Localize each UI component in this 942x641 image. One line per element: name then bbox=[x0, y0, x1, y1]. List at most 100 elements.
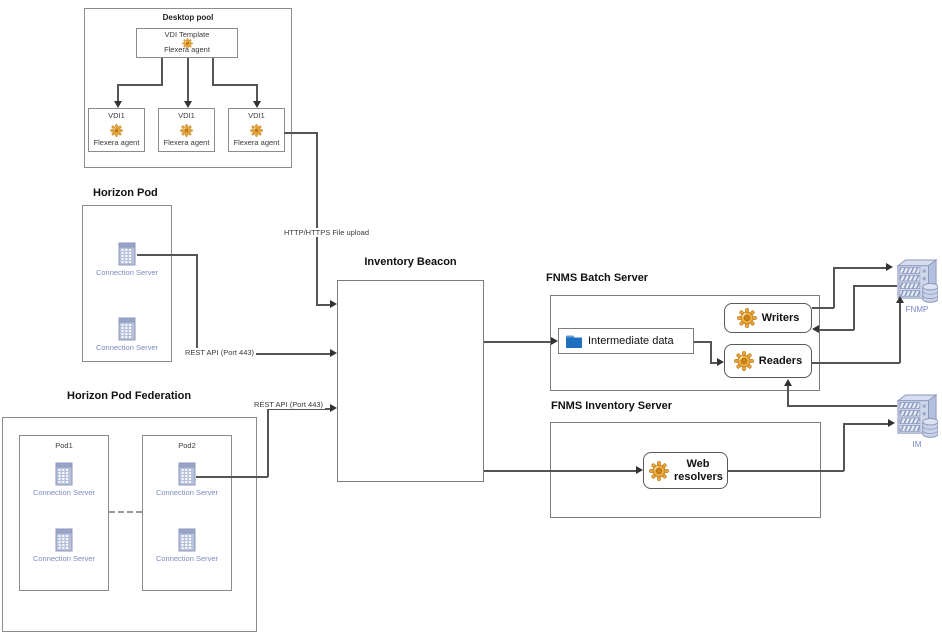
fnmp-database: FNMP bbox=[895, 258, 939, 314]
arrowhead bbox=[886, 263, 893, 271]
connection-server: Connection Server bbox=[95, 317, 159, 352]
connector-line bbox=[137, 254, 197, 256]
vdi-box-3: VDI1 Flexera agent bbox=[228, 108, 285, 152]
arrowhead bbox=[888, 419, 895, 427]
connector-line bbox=[117, 84, 163, 86]
arrowhead bbox=[114, 101, 122, 108]
connector-line bbox=[853, 285, 855, 330]
connection-server-label: Connection Server bbox=[155, 488, 219, 497]
arrowhead bbox=[896, 296, 904, 303]
writers-label: Writers bbox=[761, 311, 800, 324]
connector-line bbox=[833, 267, 886, 269]
federation-title: Horizon Pod Federation bbox=[67, 390, 192, 402]
connection-server: Connection Server bbox=[32, 528, 96, 563]
server-icon bbox=[177, 528, 197, 552]
web-resolvers-box: Web resolvers bbox=[643, 452, 728, 489]
vdi-template-label: VDI Template bbox=[164, 30, 210, 39]
connector-line bbox=[316, 132, 318, 305]
connector-line bbox=[710, 341, 712, 363]
connection-server-label: Connection Server bbox=[32, 488, 96, 497]
connector-line bbox=[728, 470, 844, 472]
arrowhead bbox=[717, 358, 724, 366]
gear-icon bbox=[250, 124, 263, 137]
vdi-box-1: VDI1 Flexera agent bbox=[88, 108, 145, 152]
connector-line bbox=[853, 285, 897, 287]
mainframe-db-icon bbox=[896, 393, 938, 439]
connector-line bbox=[212, 58, 214, 84]
pod1-box: Pod1 bbox=[19, 435, 109, 591]
connector-line bbox=[787, 386, 789, 406]
connector-line bbox=[267, 408, 269, 477]
web-resolvers-label: Web resolvers bbox=[674, 458, 723, 483]
writers-box: Writers bbox=[724, 303, 812, 333]
rest-api-federation-label: REST API (Port 443) bbox=[252, 400, 326, 409]
arrowhead bbox=[253, 101, 261, 108]
connector-line bbox=[787, 405, 897, 407]
connector-line bbox=[710, 362, 717, 364]
connection-server: Connection Server bbox=[155, 462, 219, 497]
connector-line bbox=[484, 470, 636, 472]
horizon-pod-title: Horizon Pod bbox=[93, 187, 158, 199]
pod1-title: Pod1 bbox=[55, 441, 73, 450]
inventory-server-title: FNMS Inventory Server bbox=[551, 400, 673, 412]
connector-line bbox=[284, 132, 317, 134]
connector-line bbox=[212, 84, 257, 86]
server-icon bbox=[117, 317, 137, 341]
pod2-box: Pod2 bbox=[142, 435, 232, 591]
gear-icon bbox=[110, 124, 123, 137]
vdi-label: VDI1 bbox=[248, 111, 265, 120]
server-icon bbox=[117, 242, 137, 266]
connection-server-label: Connection Server bbox=[95, 268, 159, 277]
batch-server-title: FNMS Batch Server bbox=[546, 272, 649, 284]
connection-server: Connection Server bbox=[32, 462, 96, 497]
intermediate-data-box: Intermediate data bbox=[558, 328, 694, 354]
vdi-label: VDI1 bbox=[178, 111, 195, 120]
connector-line bbox=[161, 58, 163, 84]
folder-icon bbox=[565, 334, 583, 349]
arrowhead bbox=[636, 466, 643, 474]
vdi-box-2: VDI1 Flexera agent bbox=[158, 108, 215, 152]
arrowhead bbox=[551, 337, 558, 345]
connection-server-label: Connection Server bbox=[32, 554, 96, 563]
arrowhead bbox=[812, 325, 819, 333]
server-icon bbox=[54, 462, 74, 486]
fnmp-label: FNMP bbox=[905, 305, 929, 314]
connector-line bbox=[196, 254, 198, 354]
http-upload-label: HTTP/HTTPS File upload bbox=[282, 228, 372, 237]
rest-api-pod-label: REST API (Port 443) bbox=[183, 348, 257, 357]
arrowhead bbox=[184, 101, 192, 108]
intermediate-data-label: Intermediate data bbox=[588, 335, 674, 347]
desktop-pool-title: Desktop pool bbox=[162, 13, 214, 22]
vdi-label: VDI1 bbox=[108, 111, 125, 120]
connection-server: Connection Server bbox=[155, 528, 219, 563]
flexera-agent-label: Flexera agent bbox=[163, 138, 210, 148]
flexera-agent-label: Flexera agent bbox=[93, 138, 140, 148]
connection-server: Connection Server bbox=[95, 242, 159, 277]
pod-link-dashed-line bbox=[109, 511, 142, 513]
connector-line bbox=[484, 341, 551, 343]
connector-line bbox=[187, 58, 189, 103]
im-database: IM bbox=[895, 393, 939, 449]
arrowhead bbox=[330, 404, 337, 412]
server-icon bbox=[54, 528, 74, 552]
im-label: IM bbox=[912, 440, 922, 449]
connector-line bbox=[843, 423, 845, 471]
flexera-agent-label: Flexera agent bbox=[233, 138, 280, 148]
connector-line bbox=[812, 307, 834, 309]
connector-line bbox=[812, 362, 900, 364]
connection-server-label: Connection Server bbox=[155, 554, 219, 563]
gear-icon bbox=[737, 308, 757, 328]
connector-line bbox=[196, 476, 268, 478]
connector-line bbox=[694, 341, 711, 343]
gear-icon bbox=[180, 124, 193, 137]
connector-line bbox=[196, 353, 330, 355]
arrowhead bbox=[330, 349, 337, 357]
readers-label: Readers bbox=[758, 354, 803, 367]
connector-line bbox=[899, 303, 901, 363]
connector-line bbox=[256, 84, 258, 103]
gear-icon bbox=[649, 461, 669, 481]
arrowhead bbox=[784, 379, 792, 386]
inventory-beacon-box bbox=[337, 280, 484, 482]
connector-line bbox=[316, 304, 331, 306]
